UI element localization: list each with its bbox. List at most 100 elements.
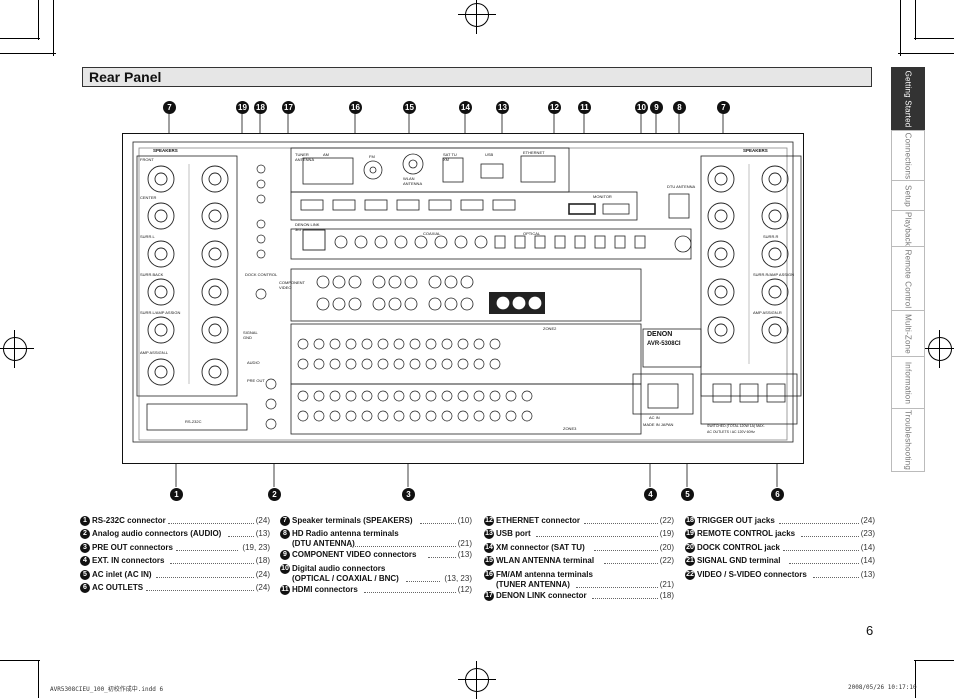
label-fm: FM xyxy=(369,154,375,159)
crop-mark xyxy=(0,53,56,54)
registration-mark xyxy=(921,330,954,368)
callout-13: 13 xyxy=(496,101,509,114)
label-am: AM xyxy=(323,152,329,157)
crop-mark xyxy=(914,38,954,39)
av-rca-jacks xyxy=(297,338,533,422)
crop-mark xyxy=(38,0,39,40)
callout-8: 8 xyxy=(673,101,686,114)
label-audio: AUDIO xyxy=(247,360,260,365)
tab-playback[interactable]: Playback xyxy=(891,210,925,246)
label-zone3: ZONE3 xyxy=(563,426,577,431)
label-pre-out: PRE OUT xyxy=(247,378,265,383)
registration-mark xyxy=(458,0,496,34)
callout-7-right: 7 xyxy=(717,101,730,114)
label-ac-outlets: AC OUTLETS / AC 120V 60Hz xyxy=(707,430,755,434)
tab-multi-zone[interactable]: Multi-Zone xyxy=(891,310,925,356)
label-amp-assign-r: AMP ASSIGN-R xyxy=(753,310,782,315)
page-number: 6 xyxy=(866,623,874,638)
label-made-in: MADE IN JAPAN xyxy=(643,422,674,427)
callout-4: 4 xyxy=(644,488,657,501)
callout-19: 19 xyxy=(236,101,249,114)
label-model: AVR-5308CI xyxy=(647,341,681,347)
crop-mark xyxy=(0,660,40,661)
label-denon: DENON xyxy=(647,331,673,338)
label-surr-l: SURR.L xyxy=(140,234,155,239)
label-sat-tu-xm: SAT TU XM xyxy=(443,152,457,162)
tab-getting-started[interactable]: Getting Started xyxy=(891,67,925,130)
label-component-video: COMPONENT VIDEO xyxy=(279,280,305,290)
callout-16: 16 xyxy=(349,101,362,114)
tab-setup[interactable]: Setup xyxy=(891,180,925,210)
footer-file-info: AVR5308CIEU_100_初校作成中.indd 6 xyxy=(50,686,164,693)
label-surr-back: SURR.BACK xyxy=(140,272,164,277)
label-zone2: ZONE2 xyxy=(543,326,557,331)
label-coaxial: COAXIAL xyxy=(423,231,441,236)
label-rs232c: RS-232C xyxy=(185,419,202,424)
callout-5: 5 xyxy=(681,488,694,501)
rear-panel-drawing xyxy=(132,141,802,443)
section-header: Rear Panel xyxy=(82,67,872,87)
tab-information[interactable]: Information xyxy=(891,356,925,408)
label-speakers-right: SPEAKERS xyxy=(743,148,768,153)
crop-mark xyxy=(915,660,916,698)
tab-troubleshooting[interactable]: Troubleshooting xyxy=(891,408,925,472)
callout-15: 15 xyxy=(403,101,416,114)
crop-mark xyxy=(915,0,916,40)
label-amp-assign-l: AMP ASSIGN-L xyxy=(140,350,169,355)
component-video-connectors xyxy=(316,275,474,311)
crop-mark xyxy=(914,660,954,661)
speaker-terminals-left xyxy=(147,165,229,386)
label-surr-r: SURR.R xyxy=(763,234,779,239)
tab-remote-control[interactable]: Remote Control xyxy=(891,246,925,310)
callout-10: 10 xyxy=(635,101,648,114)
label-surr-lamp-assign: SURR.L/AMP ASSIGN xyxy=(140,310,181,315)
denon-link-port xyxy=(302,229,326,251)
callout-17: 17 xyxy=(282,101,295,114)
callout-11: 11 xyxy=(578,101,591,114)
hdmi-connectors xyxy=(300,199,630,215)
label-monitor: MONITOR xyxy=(593,194,612,199)
label-dock-control: DOCK CONTROL xyxy=(245,272,278,277)
speaker-terminals-right xyxy=(707,165,789,344)
crop-mark xyxy=(898,53,954,54)
callout-14: 14 xyxy=(459,101,472,114)
rear-panel-diagram: SPEAKERS SPEAKERS FRONT CENTER SURR.L SU… xyxy=(122,133,804,464)
callout-7-left: 7 xyxy=(163,101,176,114)
callout-18: 18 xyxy=(254,101,267,114)
digital-audio-connectors xyxy=(334,235,646,249)
label-surr-ramp-assign: SURR.R/AMP ASSIGN xyxy=(753,272,795,277)
crop-mark xyxy=(0,38,40,39)
callout-6: 6 xyxy=(771,488,784,501)
crop-mark xyxy=(900,0,901,56)
label-front: FRONT xyxy=(140,157,154,162)
callout-2: 2 xyxy=(268,488,281,501)
label-wlan-antenna: WLAN ANTENNA xyxy=(403,176,423,186)
label-dtu-antenna: DTU ANTENNA xyxy=(667,184,696,189)
label-optical: OPTICAL xyxy=(523,231,541,236)
section-title: Rear Panel xyxy=(89,69,162,85)
tab-connections[interactable]: Connections xyxy=(891,130,925,180)
callout-1: 1 xyxy=(170,488,183,501)
label-speakers-left: SPEAKERS xyxy=(153,148,178,153)
label-denon-link: DENON LINK 3rd xyxy=(295,222,320,232)
registration-mark xyxy=(0,330,34,368)
